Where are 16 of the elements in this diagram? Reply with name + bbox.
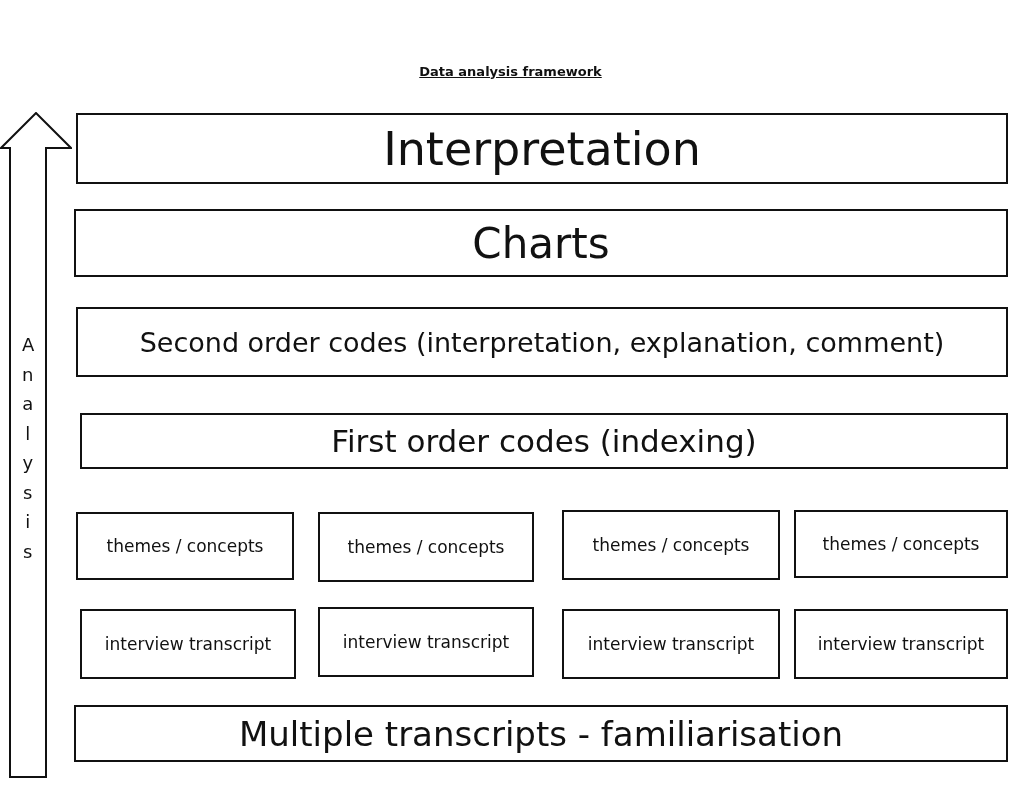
transcript-box: interview transcript <box>794 609 1008 679</box>
block-arrow <box>0 112 72 778</box>
layer-box: Interpretation <box>76 113 1008 184</box>
layer-box: First order codes (indexing) <box>80 413 1008 469</box>
vertical-label: Analysis <box>22 333 34 564</box>
transcript-box: interview transcript <box>562 609 780 679</box>
layer-box: Second order codes (interpretation, explanation, comment) <box>76 307 1008 377</box>
diagram-title: Data analysis framework <box>419 64 602 79</box>
transcript-box: interview transcript <box>318 607 534 677</box>
theme-box: themes / concepts <box>76 512 294 580</box>
layer-box: Charts <box>74 209 1008 277</box>
layer-box: Multiple transcripts - familiarisation <box>74 705 1008 762</box>
theme-box: themes / concepts <box>794 510 1008 578</box>
theme-box: themes / concepts <box>318 512 534 582</box>
transcript-box: interview transcript <box>80 609 296 679</box>
theme-box: themes / concepts <box>562 510 780 580</box>
